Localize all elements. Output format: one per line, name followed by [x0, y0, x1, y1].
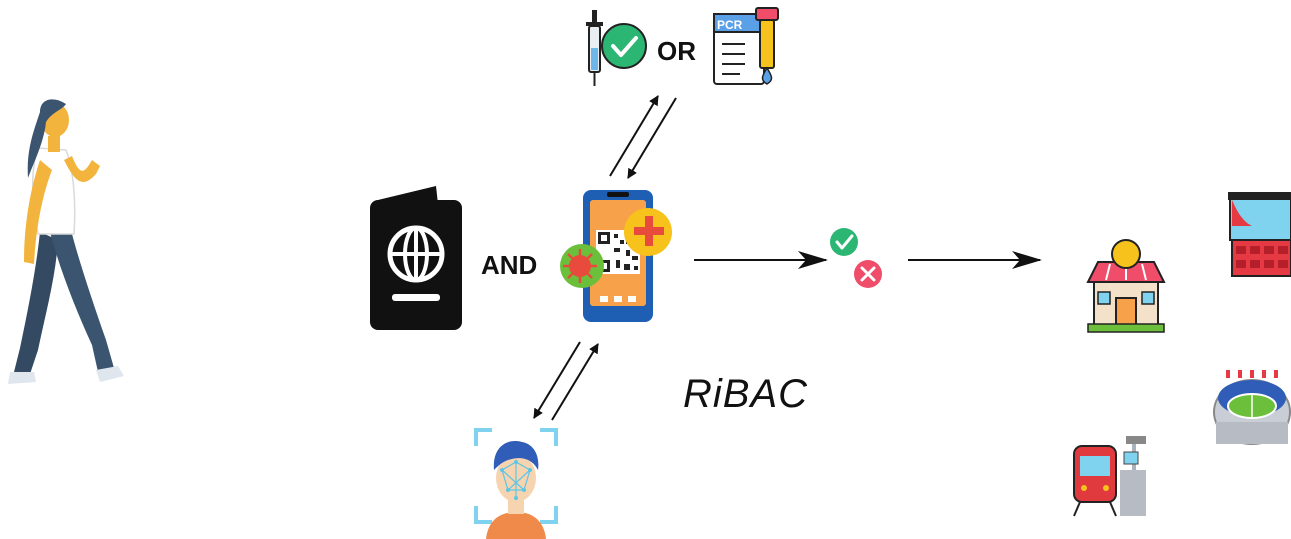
passport-icon: [370, 186, 462, 330]
stadium-icon: [1213, 370, 1291, 445]
accept-reject-icon: [830, 228, 882, 288]
train-station-icon: [1073, 436, 1146, 517]
arrow-from-vaccine: [627, 97, 677, 179]
ribac-label: RiBAC: [683, 372, 809, 416]
syringe-check-icon: [586, 10, 647, 86]
or-label: OR: [657, 36, 696, 66]
arrow-to-face: [533, 341, 581, 419]
walking-person-icon: [8, 99, 124, 384]
and-label: AND: [481, 250, 538, 280]
arrows: [533, 95, 1042, 421]
pcr-label: PCR: [717, 18, 743, 32]
restaurant-icon: [1086, 239, 1166, 333]
pcr-test-icon: [713, 7, 779, 85]
arrow-from-face: [551, 343, 599, 421]
digital-health-pass-phone-icon: [560, 190, 672, 322]
arrow-to-vaccine: [609, 95, 659, 177]
face-recognition-icon: [474, 428, 558, 539]
theater-icon: [1228, 192, 1291, 277]
